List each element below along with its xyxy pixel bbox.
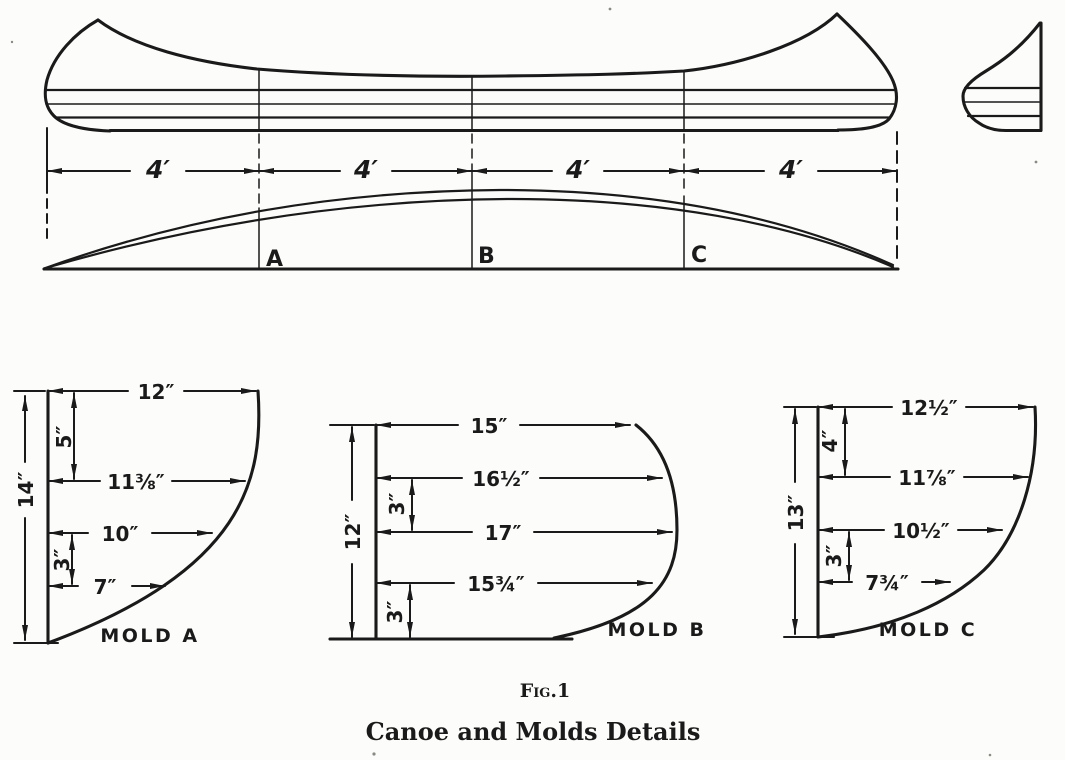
mold-a-o1-label: 5″ (52, 426, 76, 449)
mold-c-curve (816, 405, 1038, 639)
plan-view: A B C (42, 188, 900, 272)
sheer-line (96, 12, 839, 78)
bow-stem-outline (43, 18, 112, 133)
mold-c-w3-label: 10½″ (892, 519, 950, 543)
mold-a-curve (46, 389, 261, 645)
scan-speckle (1034, 160, 1038, 164)
mold-b: 12″ 15″ 16½″ 3″ 17″ 15¾″ 3″ MOLD B (328, 414, 706, 641)
mold-c-w4-label: 7¾″ (865, 571, 909, 595)
mold-a-w3-label: 10″ (102, 522, 139, 546)
mold-c-height-label: 13″ (784, 495, 808, 532)
scan-speckle (608, 7, 612, 11)
scan-speckle (988, 753, 992, 757)
mold-a-w2-label: 11⅜″ (107, 470, 165, 494)
figure-caption-text: Canoe and Molds Details (366, 717, 701, 746)
scan-speckle (372, 752, 376, 756)
figure-caption: Fig.1 Canoe and Molds Details (366, 680, 701, 746)
stem-detail-view (961, 21, 1043, 133)
mold-c: 13″ 12½″ 4″ 11⅞″ 10½″ 3″ 7¾″ MOLD C (783, 396, 1038, 641)
segment-length-label-4: 4′ (778, 155, 803, 184)
mold-b-o2-label: 3″ (383, 601, 407, 624)
mold-b-w4-label: 15¾″ (467, 572, 525, 596)
mold-b-height-label: 12″ (341, 514, 365, 551)
mold-c-name-label: MOLD C (879, 619, 978, 641)
stem-detail-outline (961, 21, 1043, 133)
elevation-view (43, 12, 899, 133)
plan-gunwale-curve-inner (42, 197, 895, 270)
mold-b-w1-label: 15″ (471, 414, 508, 438)
mold-a-w4-label: 7″ (94, 575, 117, 599)
mold-c-w1-label: 12½″ (900, 396, 958, 420)
mold-a: 14″ 12″ 5″ 11⅜″ 10″ 3″ 7″ MOLD A (13, 380, 261, 647)
mold-a-height-label: 14″ (14, 472, 38, 509)
mold-b-w2-label: 16½″ (472, 467, 530, 491)
mold-a-w1-label: 12″ (138, 380, 175, 404)
length-dimension: 4′ 4′ 4′ 4′ (46, 127, 898, 270)
mold-a-name-label: MOLD A (100, 625, 199, 647)
mold-b-curve (552, 423, 679, 640)
scan-speckle (10, 40, 14, 44)
mold-b-name-label: MOLD B (607, 619, 706, 641)
mold-c-o1-label: 4″ (818, 430, 842, 453)
station-label-c: C (691, 243, 707, 268)
mold-b-w3-label: 17″ (485, 521, 522, 545)
mold-a-o2-label: 3″ (50, 549, 74, 572)
segment-length-label-1: 4′ (145, 155, 170, 184)
mold-b-o1-label: 3″ (385, 493, 409, 516)
stern-outline (835, 12, 899, 132)
mold-c-o2-label: 3″ (822, 545, 846, 568)
segment-length-label-3: 4′ (565, 155, 590, 184)
figure-number-label: Fig.1 (520, 680, 571, 702)
station-label-b: B (478, 244, 495, 269)
station-label-a: A (266, 247, 283, 272)
segment-length-label-2: 4′ (353, 155, 378, 184)
plan-gunwale-curve-outer (42, 188, 895, 270)
mold-c-w2-label: 11⅞″ (898, 466, 956, 490)
